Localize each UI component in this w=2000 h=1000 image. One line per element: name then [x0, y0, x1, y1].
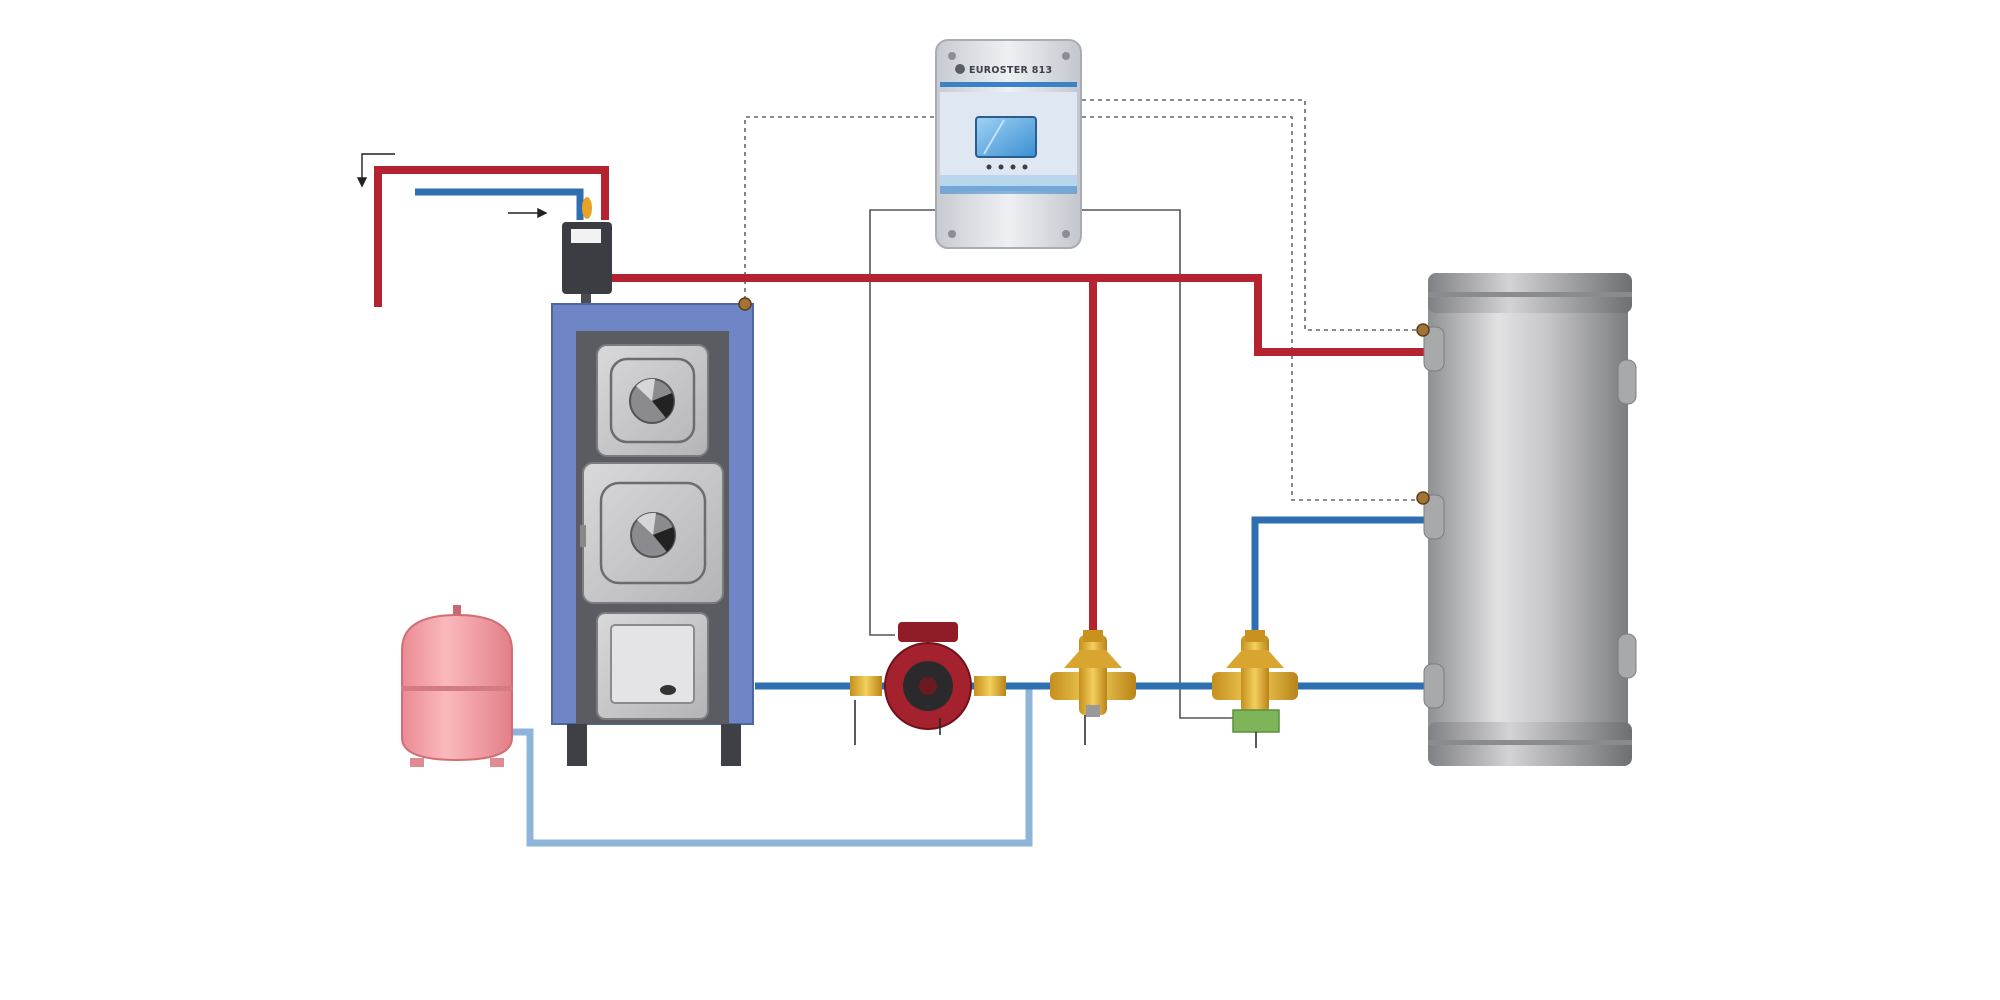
controller[interactable]: EUROSTER 813	[935, 39, 1082, 249]
tank-mid-sensor-wire	[1082, 116, 1420, 501]
boiler-top-door	[596, 344, 709, 457]
flow-arrow-in-head	[537, 207, 548, 219]
safety-cold-pipe	[415, 188, 584, 220]
tank-mid-to-valve-pipe	[1251, 516, 1432, 650]
valve-actuator	[1232, 709, 1280, 733]
boiler-ash-door	[596, 612, 709, 720]
boiler	[551, 297, 754, 766]
tank-top-sensor	[1416, 323, 1430, 337]
controller-brand: EUROSTER 813	[969, 65, 1052, 76]
controller-button-1[interactable]	[986, 164, 992, 170]
tank-nozzle-mid	[1423, 494, 1445, 540]
three-way-valve	[1050, 630, 1136, 745]
boiler-flow-pipe	[612, 274, 1432, 356]
controller-button-3[interactable]	[1010, 164, 1016, 170]
tank-mid-sensor	[1416, 491, 1430, 505]
thermal-safety-valve	[562, 197, 612, 306]
flow-arrows	[356, 153, 548, 219]
controller-buttons[interactable]	[986, 164, 1028, 170]
boiler-sensor	[738, 297, 752, 311]
expansion-return-pipe	[510, 686, 1033, 847]
tank-top-sensor-wire	[1082, 99, 1420, 331]
controller-logo-icon	[955, 64, 965, 74]
flow-arrow-out-head	[356, 177, 368, 188]
hot-pipes	[374, 166, 1432, 640]
safety-hot-pipe	[374, 166, 609, 307]
storage-tank	[1416, 273, 1637, 766]
actuator-power-wire	[1082, 209, 1235, 719]
controller-button-4[interactable]	[1022, 164, 1028, 170]
boiler-middle-door	[580, 462, 724, 604]
controller-button-2[interactable]	[998, 164, 1004, 170]
flow-arrow-out	[361, 153, 395, 180]
pump-power-wire	[869, 209, 940, 636]
tank-nozzle-top	[1423, 326, 1445, 372]
boiler-sensor-wire	[744, 116, 940, 300]
expansion-vessel	[401, 605, 513, 767]
circulation-pump	[850, 622, 1006, 745]
tank-nozzle-bottom	[1423, 663, 1445, 709]
three-way-valve-actuated	[1212, 630, 1298, 748]
power-wires	[869, 209, 1235, 719]
sensor-wires	[744, 99, 1420, 501]
controller-screen	[975, 116, 1037, 158]
